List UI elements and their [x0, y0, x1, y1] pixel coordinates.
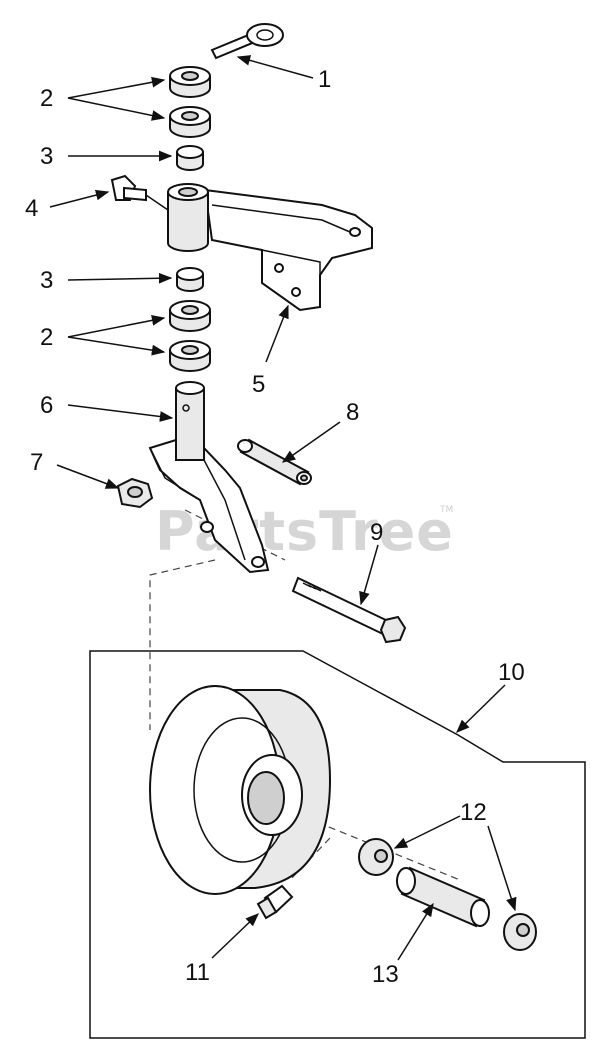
part-3-spacer-upper — [176, 145, 204, 171]
part-8-spacer-tube — [237, 438, 312, 486]
callout-8: 8 — [346, 399, 359, 426]
callout-12: 12 — [460, 799, 487, 826]
watermark-trademark: TM — [439, 505, 453, 515]
callout-6: 6 — [40, 392, 53, 419]
alignment-line-wheel-left — [149, 559, 216, 730]
callout-2-upper: 2 — [40, 85, 53, 112]
callout-10: 10 — [498, 659, 525, 686]
callout-9: 9 — [370, 519, 383, 546]
callout-1: 1 — [318, 66, 331, 93]
callout-4: 4 — [25, 195, 38, 222]
callout-3-lower: 3 — [40, 267, 53, 294]
part-2-bushing-lower-b — [169, 340, 211, 372]
alignment-line-caster — [184, 509, 286, 561]
part-2-bushing-upper-a — [169, 66, 211, 98]
part-7-nut — [116, 477, 154, 509]
callout-2-lower: 2 — [40, 324, 53, 351]
part-5-pivot-tube — [167, 183, 209, 252]
part-2-bushing-lower-a — [169, 300, 211, 332]
part-1-pin — [210, 23, 284, 60]
part-12-bushing-b — [503, 913, 537, 951]
watermark-text: PartsTree — [155, 500, 454, 563]
part-9-bolt — [291, 576, 407, 644]
callout-13: 13 — [372, 961, 399, 988]
callout-5: 5 — [252, 371, 265, 398]
part-12-bushing-a — [358, 838, 394, 876]
part-5-caster-arm — [203, 188, 373, 312]
part-2-bushing-upper-b — [169, 106, 211, 138]
wheel-assembly-box — [89, 650, 586, 1039]
part-11-grease-fitting — [256, 884, 294, 920]
part-4-grease-fitting — [110, 174, 169, 211]
part-6-caster-fork — [148, 381, 270, 574]
part-10-wheel — [149, 685, 332, 895]
part-3-spacer-lower — [176, 267, 204, 292]
callout-3-upper: 3 — [40, 143, 53, 170]
callout-11: 11 — [185, 959, 210, 986]
callout-7: 7 — [30, 449, 43, 476]
leader-lines — [49, 55, 517, 961]
part-13-axle-sleeve — [396, 866, 490, 928]
